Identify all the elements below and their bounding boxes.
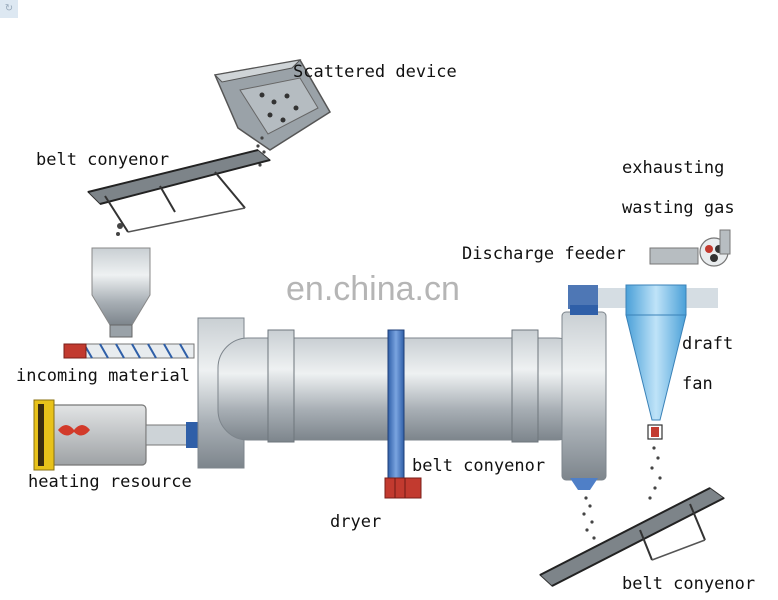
cyclone: [625, 284, 687, 440]
belt-conveyor-top: [87, 149, 272, 236]
rotary-drum: [197, 305, 607, 490]
scattered-device: [213, 59, 332, 151]
corner-mark: ↻: [0, 0, 18, 18]
exhaust-fan: [649, 229, 731, 267]
belt-conveyor-bottom: [539, 487, 725, 587]
label-heating-resource: heating resource: [28, 472, 192, 492]
falling-particles-bottom: [582, 446, 662, 540]
label-belt-conveyor-bottom: belt conyenor: [622, 574, 756, 594]
label-belt-conveyor-top: belt conyenor: [36, 150, 170, 170]
label-draft: draft: [682, 334, 734, 354]
heating-resource: [33, 399, 198, 471]
label-scattered-device: Scattered device: [293, 62, 457, 82]
label-exhausting: exhausting: [622, 158, 725, 178]
label-incoming-material: incoming material: [16, 366, 190, 386]
label-wasting-gas: wasting gas: [622, 198, 735, 218]
label-dryer: dryer: [330, 512, 382, 532]
feed-hopper: [91, 247, 151, 338]
label-belt-conveyor-mid: belt conyenor: [412, 456, 546, 476]
watermark: en.china.cn: [286, 270, 460, 308]
label-discharge-feeder: Discharge feeder: [462, 244, 626, 264]
screw-conveyor: [63, 343, 195, 359]
girth-gear: [384, 329, 422, 499]
label-fan: fan: [682, 374, 713, 394]
